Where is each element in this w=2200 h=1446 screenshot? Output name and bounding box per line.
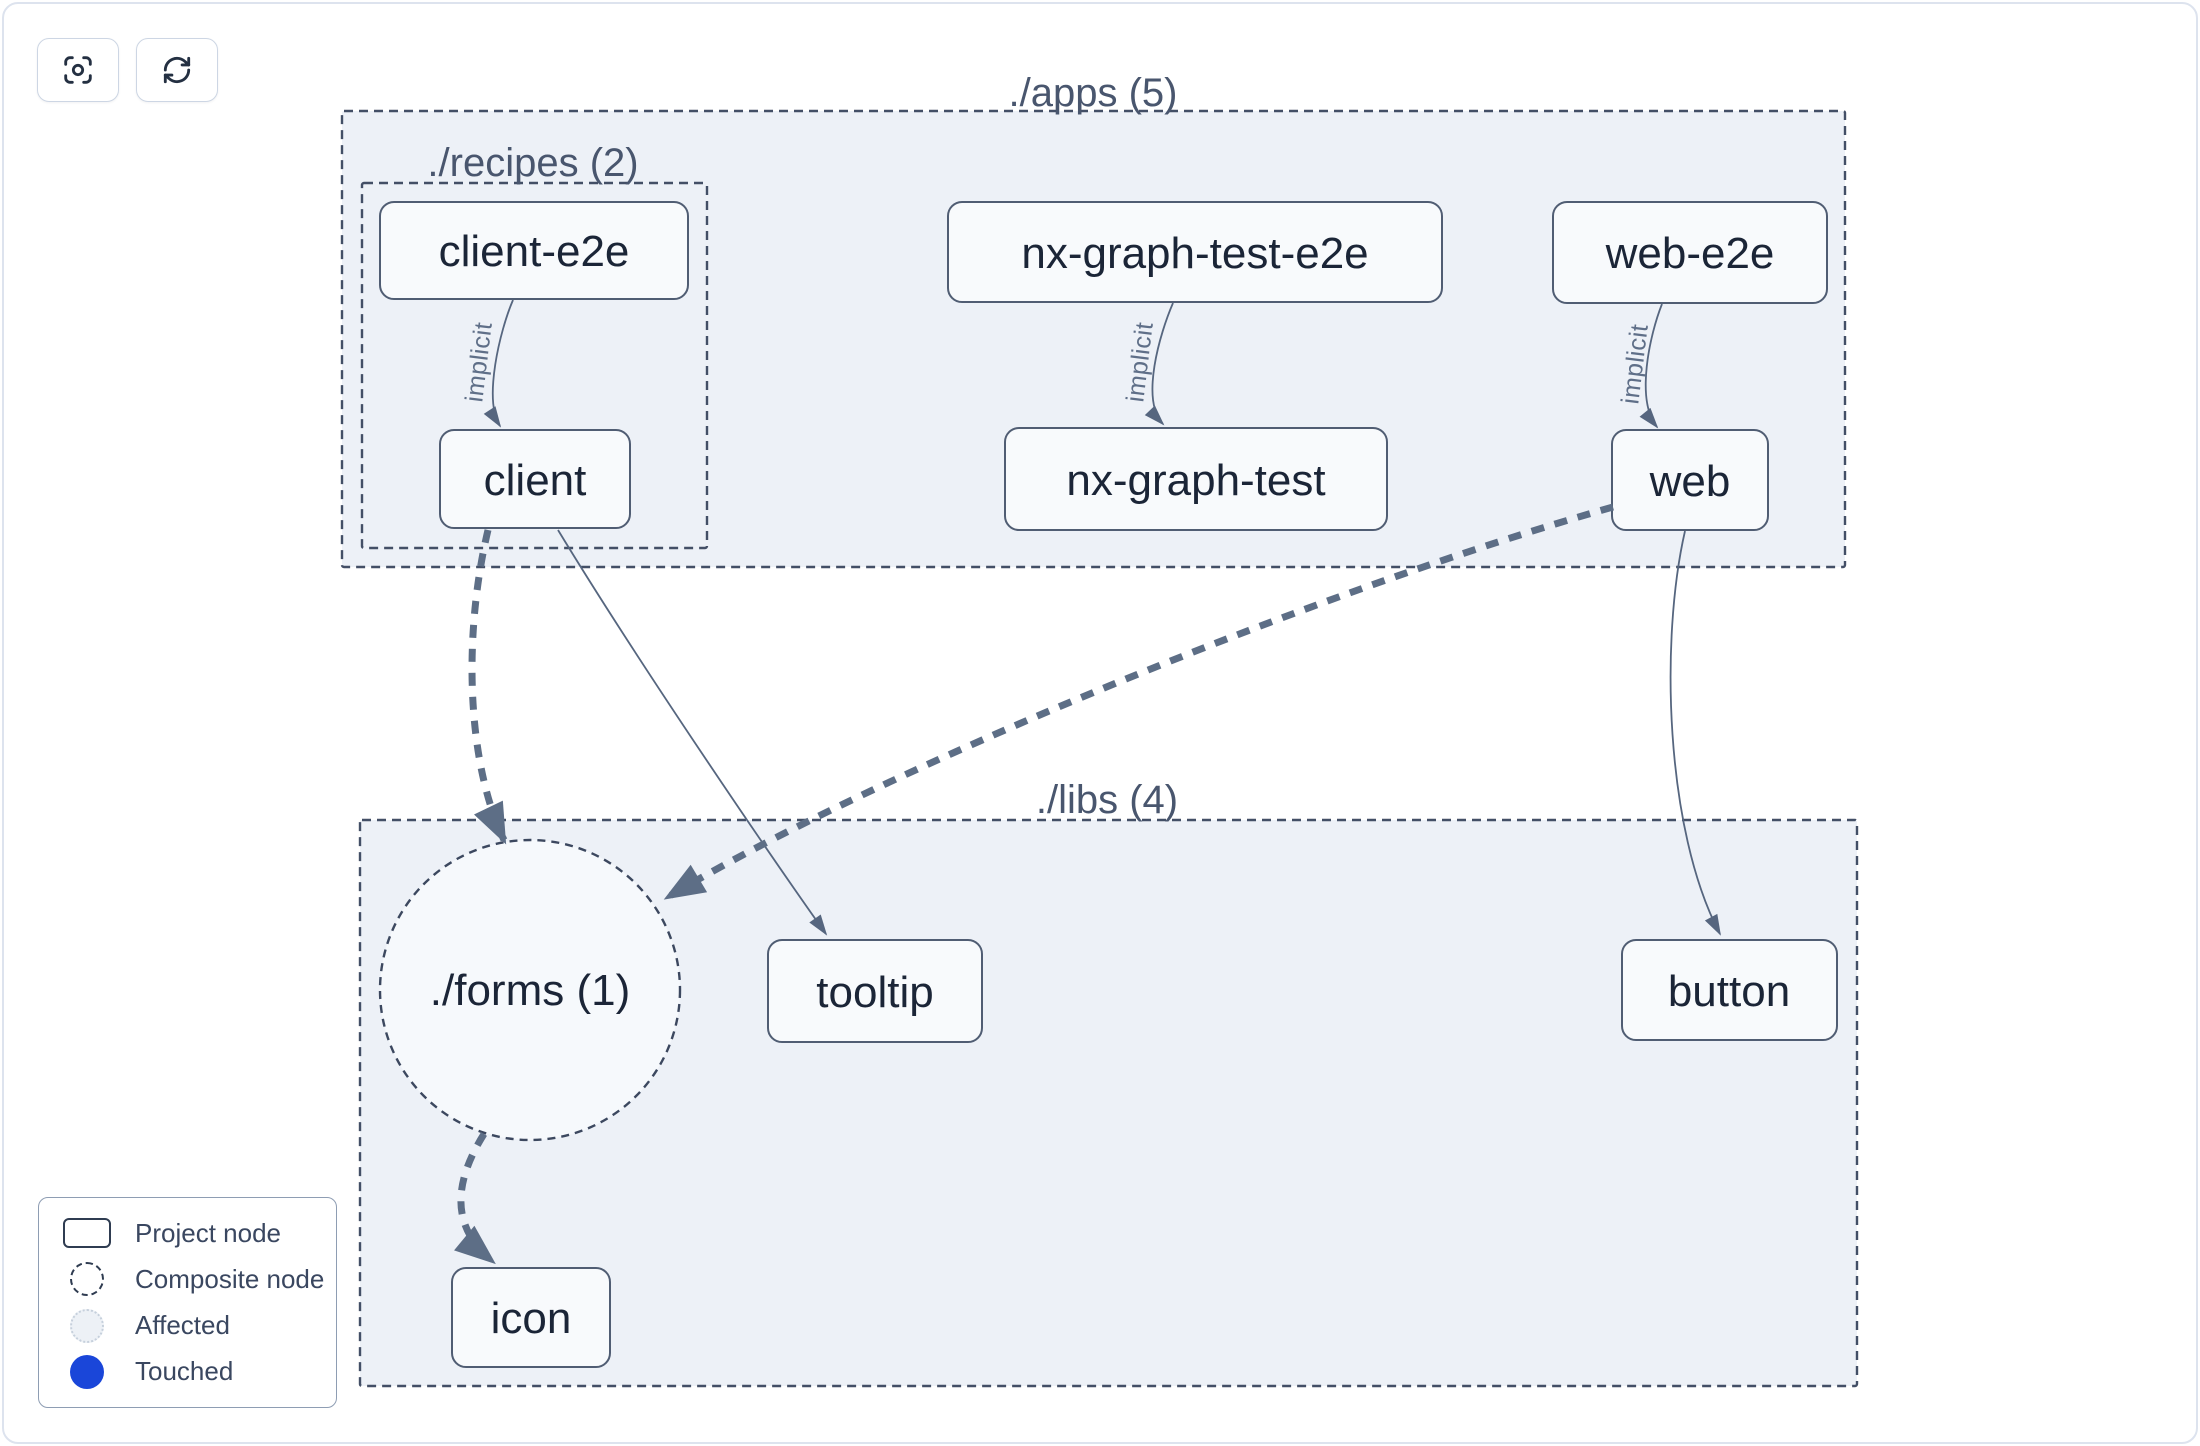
cluster-apps [340,109,1847,569]
node-nx-graph-test[interactable]: nx-graph-test [1004,427,1388,531]
node-web-e2e-label: web-e2e [1605,229,1775,278]
composite-node-forms-label: ./forms (1) [430,966,630,1015]
edge-forms-to-icon [454,1132,496,1265]
cluster-libs-label: ./libs (4) [1036,778,1178,822]
node-icon[interactable]: icon [451,1267,611,1368]
legend: Project node Composite node Affected Tou… [38,1197,337,1408]
edge-client-e2e-to-client [483,299,514,428]
node-tooltip-label: tooltip [816,968,933,1017]
center-graph-button[interactable] [37,38,119,102]
legend-item-affected: Affected [61,1306,314,1346]
cluster-libs [358,818,1859,1388]
legend-item-project-node: Project node [61,1213,314,1253]
edge-client-to-forms [468,529,508,845]
node-web[interactable]: web [1611,429,1769,531]
node-tooltip[interactable]: tooltip [767,939,983,1043]
cluster-apps-label: ./apps (5) [1009,71,1178,115]
legend-label: Composite node [135,1263,325,1294]
legend-label: Project node [135,1217,281,1248]
project-node-swatch [63,1218,111,1249]
composite-node-forms[interactable]: ./forms (1) [378,838,682,1142]
node-web-e2e[interactable]: web-e2e [1552,201,1828,304]
refresh-button[interactable] [136,38,218,102]
touched-swatch [70,1354,104,1389]
focus-center-icon [64,56,92,84]
node-button[interactable]: button [1621,939,1838,1041]
node-web-label: web [1649,457,1731,506]
composite-node-swatch [70,1262,104,1297]
edge-web-to-button [1669,530,1721,936]
legend-item-composite-node: Composite node [61,1259,324,1299]
edge-nx-graph-test-e2e-to-nx-graph-test [1144,302,1174,426]
legend-label: Affected [135,1310,230,1341]
node-nx-graph-test-e2e[interactable]: nx-graph-test-e2e [947,201,1443,303]
node-nx-graph-test-e2e-label: nx-graph-test-e2e [1021,229,1368,278]
edge-web-e2e-to-web [1639,303,1663,429]
node-client-e2e-label: client-e2e [439,227,630,276]
legend-label: Touched [135,1356,234,1387]
node-client[interactable]: client [439,429,631,529]
node-icon-label: icon [491,1294,572,1343]
edge-web-to-forms [663,503,1614,901]
edge-client-to-tooltip [557,529,828,936]
node-nx-graph-test-label: nx-graph-test [1066,456,1325,505]
legend-item-touched: Touched [61,1352,314,1392]
toolbar [37,38,218,102]
node-client-label: client [484,456,587,505]
node-button-label: button [1668,967,1790,1016]
affected-swatch [70,1308,104,1343]
cluster-recipes-label: ./recipes (2) [427,141,638,185]
node-client-e2e[interactable]: client-e2e [379,201,689,300]
refresh-icon [163,56,191,84]
